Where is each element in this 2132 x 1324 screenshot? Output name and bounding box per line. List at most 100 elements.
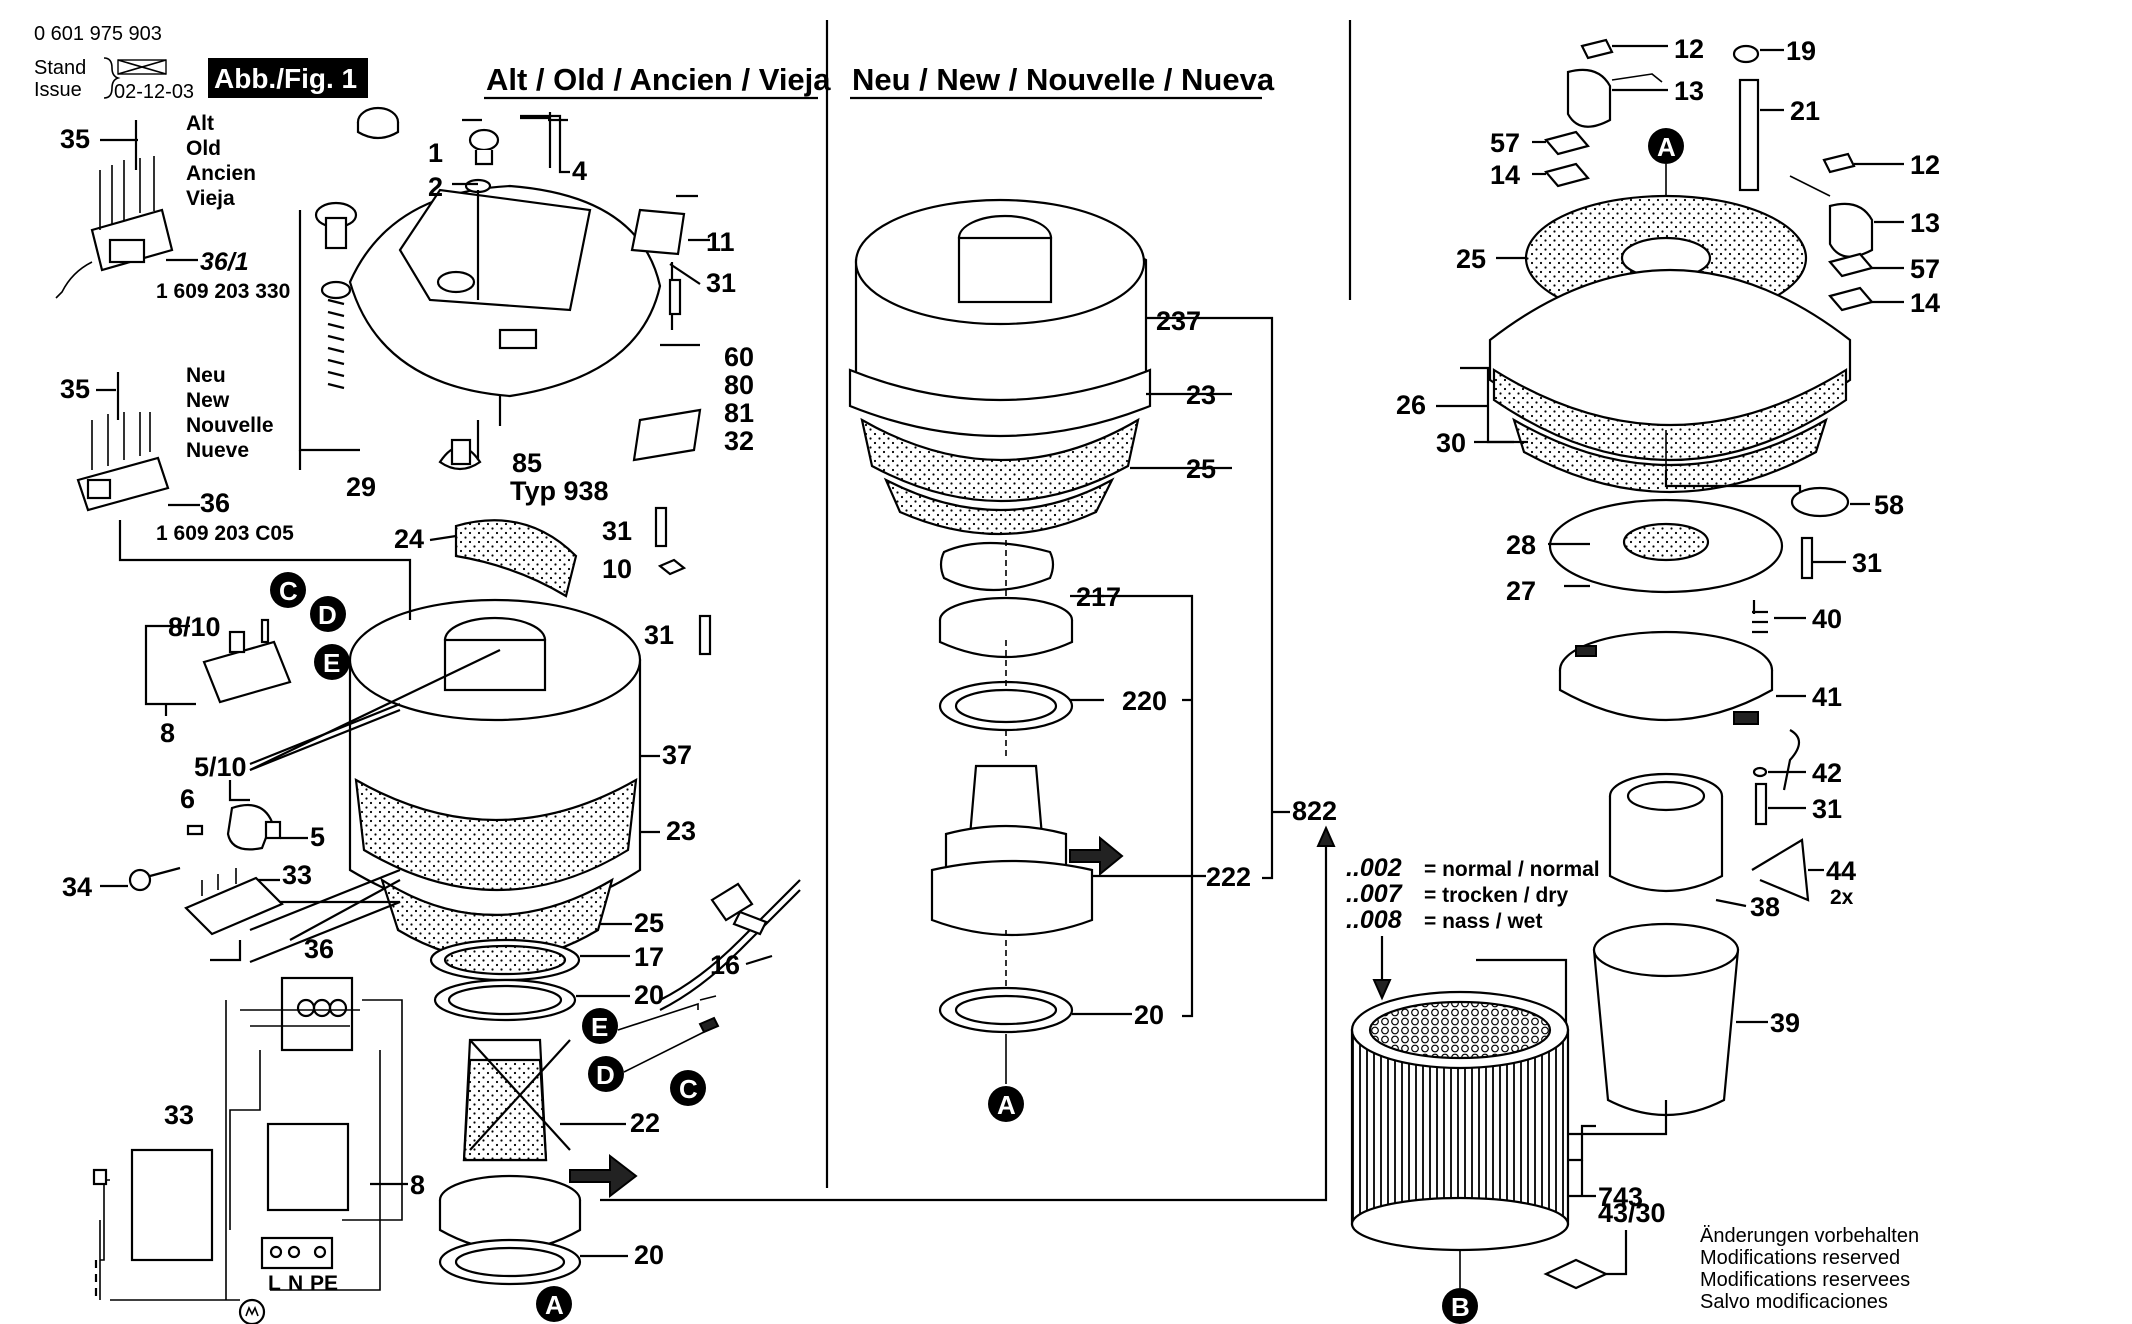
wiring-diagram: 36 33 8 L N PE bbox=[92, 934, 425, 1324]
right-upper-parts: 12 13 57 14 19 21 12 13 57 14 A bbox=[1490, 34, 1940, 318]
old-housing-assembly: 24 31 10 31 37 23 25 17 20 bbox=[118, 506, 712, 1286]
lid-assembly-old: 1 2 4 11 31 60 80 81 32 29 85 Typ 938 bbox=[298, 106, 754, 506]
label-743: 743 bbox=[1598, 1182, 1643, 1212]
callout-C bbox=[270, 572, 306, 608]
label-30: 30 bbox=[1436, 428, 1466, 458]
legend-alt: Alt bbox=[186, 112, 214, 135]
label-822: 822 bbox=[1292, 796, 1337, 826]
new-switch-legend: Neu New Nouvelle Nueve bbox=[186, 364, 274, 462]
new-switch-assembly: 35 36 1 609 203 C05 bbox=[60, 372, 294, 545]
label-29: 29 bbox=[346, 472, 376, 502]
svg-text:A: A bbox=[545, 1290, 564, 1320]
label-11: 11 bbox=[706, 227, 735, 257]
label-16: 16 bbox=[710, 950, 740, 980]
label-33-wiring: 33 bbox=[164, 1100, 194, 1130]
legend-ancien: Ancien bbox=[186, 162, 256, 185]
old-switch-part-number: 1 609 203 330 bbox=[156, 280, 290, 303]
label-5: 5 bbox=[310, 822, 325, 852]
label-17: 17 bbox=[634, 942, 664, 972]
label-31-b: 31 bbox=[602, 516, 632, 546]
label-25: 25 bbox=[634, 908, 664, 938]
new-switch-part-number: 1 609 203 C05 bbox=[156, 522, 294, 545]
label-57: 57 bbox=[1490, 128, 1520, 158]
label-1: 1 bbox=[428, 138, 443, 168]
label-31-c: 31 bbox=[644, 620, 674, 650]
svg-text:C: C bbox=[679, 1074, 698, 1104]
callout-A-right bbox=[1648, 128, 1684, 164]
fig-label: Abb./Fig. 1 bbox=[214, 63, 357, 94]
svg-text:E: E bbox=[591, 1012, 608, 1042]
legend-new: New bbox=[186, 389, 230, 412]
svg-text:E: E bbox=[323, 648, 340, 678]
label-25-right: 25 bbox=[1456, 244, 1486, 274]
label-13: 13 bbox=[1674, 76, 1704, 106]
label-35: 35 bbox=[60, 124, 90, 154]
label-42: 42 bbox=[1812, 758, 1842, 788]
label-44: 44 bbox=[1826, 856, 1856, 886]
label-2x: 2x bbox=[1830, 886, 1854, 909]
callout-B bbox=[1442, 1288, 1478, 1324]
legend-nouvelle: Nouvelle bbox=[186, 414, 274, 437]
label-31-right: 31 bbox=[1852, 548, 1882, 578]
label-20: 20 bbox=[634, 980, 664, 1010]
label-237: 237 bbox=[1156, 306, 1201, 336]
new-motor-stack: A 237 23 25 822 217 220 222 20 bbox=[848, 198, 1337, 1122]
new-switch-ref: 36 bbox=[200, 488, 230, 518]
label-81: 81 bbox=[724, 398, 754, 428]
svg-text:C: C bbox=[279, 576, 298, 606]
svg-text:D: D bbox=[318, 600, 337, 630]
label-80: 80 bbox=[724, 370, 754, 400]
label-8-wiring: 8 bbox=[410, 1170, 425, 1200]
legend-nueve: Nueve bbox=[186, 439, 249, 462]
label-20-b: 20 bbox=[634, 1240, 664, 1270]
section-new-title: Neu / New / Nouvelle / Nueva bbox=[852, 62, 1275, 97]
label-31: 31 bbox=[706, 268, 736, 298]
old-switch-assembly: 35 36/1 1 609 203 330 bbox=[55, 120, 290, 303]
note-es: Salvo modificaciones bbox=[1700, 1291, 1888, 1313]
label-26: 26 bbox=[1396, 390, 1426, 420]
brace-mark bbox=[103, 57, 121, 99]
label-22: 22 bbox=[630, 1108, 660, 1138]
callout-A-new bbox=[988, 1086, 1024, 1122]
label-12-b: 12 bbox=[1910, 150, 1940, 180]
legend-old: Old bbox=[186, 137, 221, 160]
header: 0 601 975 903 Stand Issue 02-12-03 Abb./… bbox=[34, 23, 1275, 103]
label-43-30: 43/30 bbox=[1598, 1198, 1666, 1228]
label-60: 60 bbox=[724, 342, 754, 372]
old-switch-legend: Alt Old Ancien Vieja bbox=[186, 112, 256, 210]
label-27: 27 bbox=[1506, 576, 1536, 606]
stand-revision-struck bbox=[117, 59, 167, 75]
label-2: 2 bbox=[428, 172, 443, 202]
old-switch-ref: 36/1 bbox=[200, 248, 249, 276]
callouts-left: C D E E D C A bbox=[270, 572, 717, 1322]
label-25-new: 25 bbox=[1186, 454, 1216, 484]
label-36-wiring: 36 bbox=[304, 934, 334, 964]
cartridge-filter: 743 B 43/30 bbox=[1350, 990, 1666, 1324]
svg-text:A: A bbox=[1657, 132, 1676, 162]
variant-007-text: = trocken / dry bbox=[1424, 884, 1568, 907]
note-de: Änderungen vorbehalten bbox=[1700, 1225, 1919, 1247]
label-220: 220 bbox=[1122, 686, 1167, 716]
switch-module-parts: 8/10 8 5/10 6 5 34 33 bbox=[62, 612, 401, 962]
svg-text:B: B bbox=[1451, 1292, 1470, 1322]
typ-label: Typ 938 bbox=[510, 476, 609, 506]
label-57-b: 57 bbox=[1910, 254, 1940, 284]
label-34: 34 bbox=[62, 872, 92, 902]
label-4: 4 bbox=[572, 156, 587, 186]
issue-label: Issue bbox=[34, 79, 82, 101]
callout-E bbox=[314, 644, 350, 680]
label-21: 21 bbox=[1790, 96, 1820, 126]
label-24: 24 bbox=[394, 524, 424, 554]
callout-C-wire bbox=[670, 1070, 706, 1106]
label-41: 41 bbox=[1812, 682, 1842, 712]
callout-D bbox=[310, 596, 346, 632]
variant-008-text: = nass / wet bbox=[1424, 910, 1542, 933]
revision-date: 02-12-03 bbox=[114, 81, 194, 103]
callout-A-old bbox=[536, 1286, 572, 1322]
label-222: 222 bbox=[1206, 862, 1251, 892]
label-85: 85 bbox=[512, 448, 542, 478]
fig-label-box bbox=[208, 58, 368, 98]
motor-symbol bbox=[238, 1298, 266, 1324]
svg-text:D: D bbox=[596, 1060, 615, 1090]
